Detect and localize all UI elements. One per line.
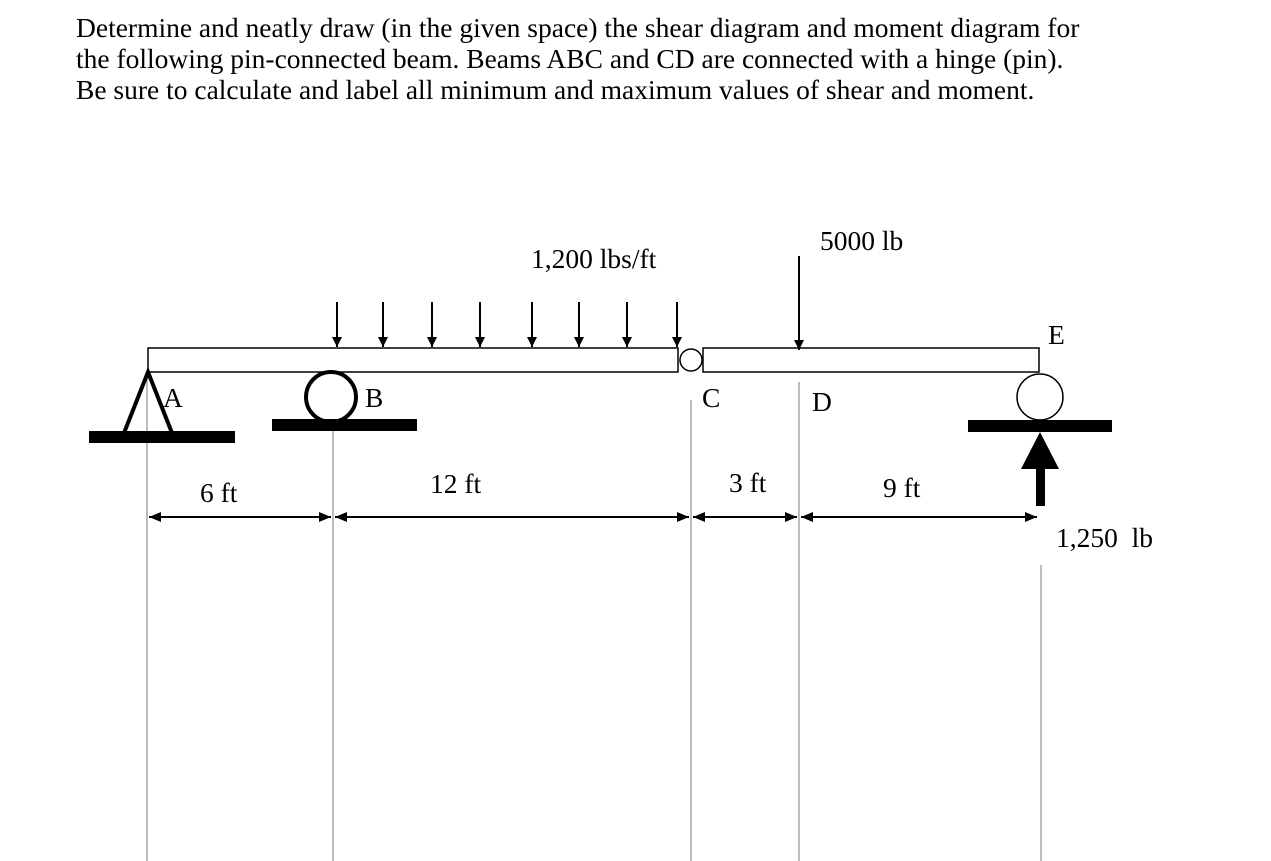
distributed-load-arrows [332,302,682,347]
beam-abc [147,347,679,373]
problem-line-1: Determine and neatly draw (in the given … [76,12,1080,43]
hinge-c [679,348,703,372]
dimension-label-ab: 6 ft [200,477,238,508]
problem-line-3: Be sure to calculate and label all minim… [76,74,1035,105]
dimension-label-bc: 12 ft [430,468,482,499]
point-load-label: 5000 lb [820,225,903,256]
beam-cd [702,347,1040,373]
reaction-arrow-e [1021,432,1059,506]
problem-statement: Determine and neatly draw (in the given … [76,12,1266,105]
pin-support-a [89,366,235,443]
point-label-d: D [812,386,832,417]
point-label-b: B [365,382,383,413]
guide-lines [146,372,1042,861]
dimension-label-cd: 3 ft [729,467,767,498]
roller-support-b [272,370,417,431]
point-label-a: A [163,382,183,413]
problem-line-2: the following pin-connected beam. Beams … [76,43,1064,74]
reaction-load-label: 1,250 lb [1056,522,1153,553]
point-label-e: E [1048,319,1065,350]
distributed-load-label: 1,200 lbs/ft [531,243,657,274]
point-label-c: C [702,382,720,413]
dimension-label-de: 9 ft [883,472,921,503]
roller-support-e [968,373,1112,432]
